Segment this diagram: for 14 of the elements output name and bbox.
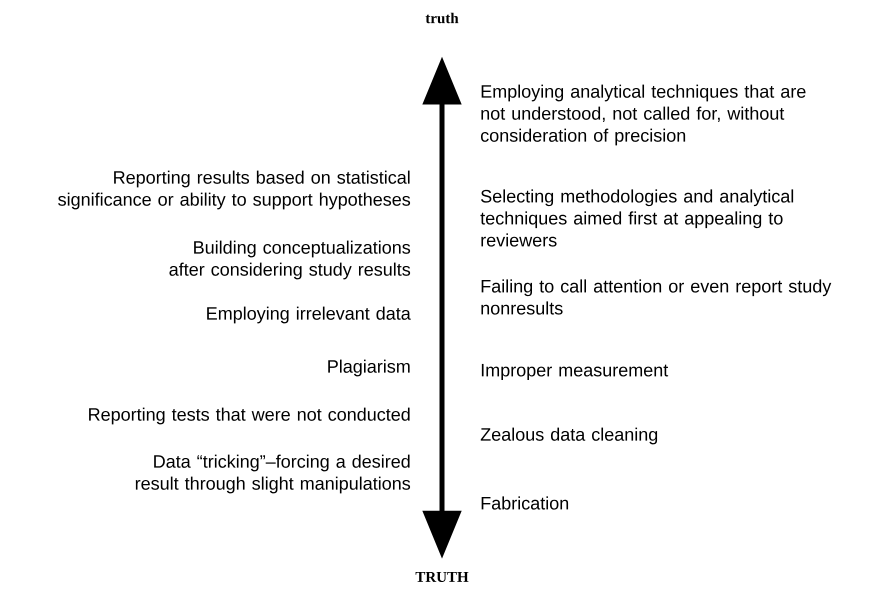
scale-end-label: TRUTH xyxy=(416,572,468,582)
practice-label: Reporting results based on statistical significance or ability to support hypotheses xyxy=(58,170,410,210)
practice-label: Failing to call attention or even report study nonresults xyxy=(481,279,832,315)
practice-label: Zealous data cleaning xyxy=(480,428,658,444)
practice-label: Fabrication xyxy=(482,496,568,510)
practice-label: Data “tricking”–forcing a desired result through slight manipulations xyxy=(136,454,410,494)
practice-label: Plagiarism xyxy=(328,360,410,376)
practice-label: Employing analytical techniques that are not understood, not called for, without consideration of precision xyxy=(480,84,806,146)
practice-label: Selecting methodologies and analytical techniques aimed first at appealing to reviewers xyxy=(480,189,794,247)
practice-label: Improper measurement xyxy=(482,364,668,380)
practice-label: Building conceptualizations after considering study results xyxy=(169,240,410,280)
practice-label: Reporting tests that were not conducted xyxy=(89,408,410,424)
scale-end-label: truth xyxy=(426,12,458,24)
practice-label: Employing irrelevant data xyxy=(207,306,411,324)
